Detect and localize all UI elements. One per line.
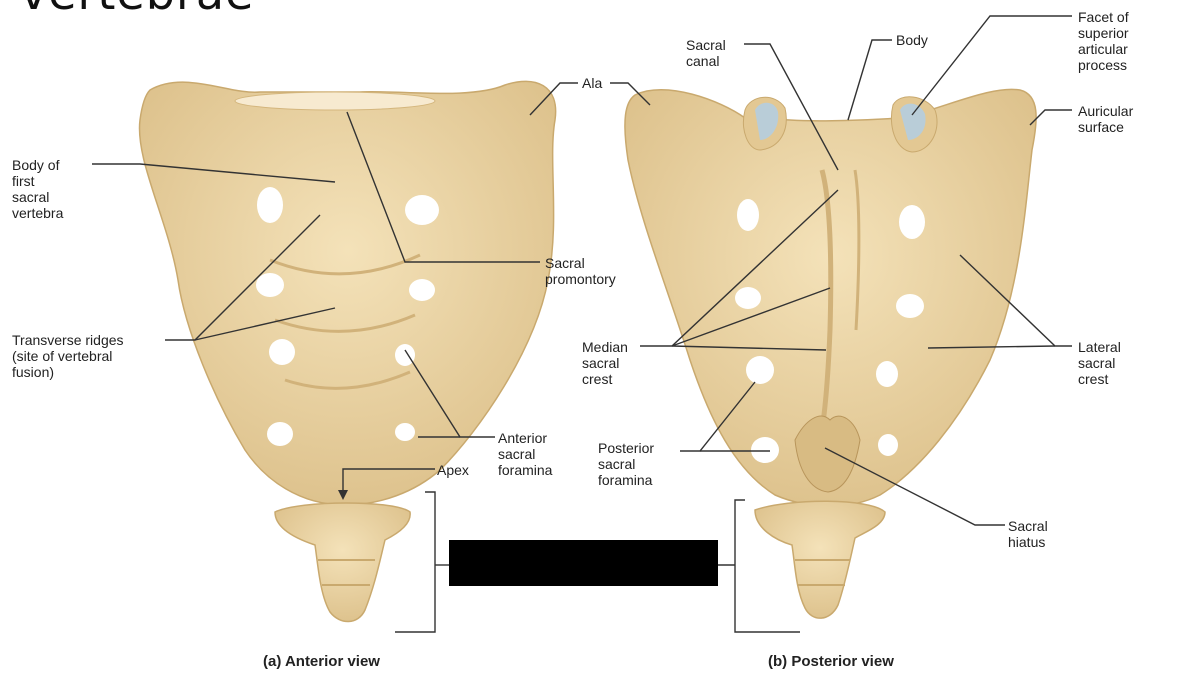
anterior-foramen — [257, 187, 283, 223]
anterior-coccyx — [274, 502, 411, 623]
label-ala: Ala — [582, 75, 603, 91]
anterior-foramen — [395, 344, 415, 366]
posterior-foramen — [746, 356, 774, 384]
label-sacral-promontory: Sacral promontory — [545, 255, 616, 287]
posterior-foramen — [878, 434, 898, 456]
page-title: vertebrae — [20, 0, 254, 20]
posterior-sacrum — [624, 88, 1037, 619]
posterior-foramen — [751, 437, 779, 463]
label-sacral-hiatus: Sacral hiatus — [1008, 518, 1048, 550]
posterior-foramen — [876, 361, 898, 387]
anterior-foramen — [405, 195, 439, 225]
anterior-foramen — [269, 339, 295, 365]
label-median-sacral-crest: Median sacral crest — [582, 339, 628, 387]
label-sacral-canal: Sacral canal — [686, 37, 726, 69]
leader-lines — [92, 15, 1072, 633]
sacral-hiatus-shape — [794, 415, 861, 493]
anterior-foramen — [256, 273, 284, 297]
label-facet-superior-articular: Facet of superior articular process — [1078, 9, 1129, 73]
posterior-foramen — [896, 294, 924, 318]
anterior-foramen — [395, 423, 415, 441]
anterior-foramen — [267, 422, 293, 446]
label-body: Body — [896, 32, 928, 48]
label-transverse-ridges: Transverse ridges (site of vertebral fus… — [12, 332, 124, 380]
redaction-box — [449, 540, 718, 586]
label-posterior-sacral-foramina: Posterior sacral foramina — [598, 440, 655, 488]
posterior-foramen — [735, 287, 761, 309]
caption-posterior-view: (b) Posterior view — [768, 653, 894, 670]
posterior-foramen — [737, 199, 759, 231]
label-auricular-surface: Auricular surface — [1078, 103, 1134, 135]
anterior-sacrum-body — [138, 80, 557, 506]
anterior-sacrum — [138, 80, 557, 623]
caption-anterior-view: (a) Anterior view — [263, 653, 380, 670]
label-anterior-sacral-foramina: Anterior sacral foramina — [498, 430, 553, 478]
label-apex: Apex — [437, 462, 469, 478]
label-body-first-sacral: Body of first sacral vertebra — [12, 157, 64, 221]
posterior-foramen — [899, 205, 925, 239]
label-lateral-sacral-crest: Lateral sacral crest — [1078, 339, 1121, 387]
anterior-foramen — [409, 279, 435, 301]
